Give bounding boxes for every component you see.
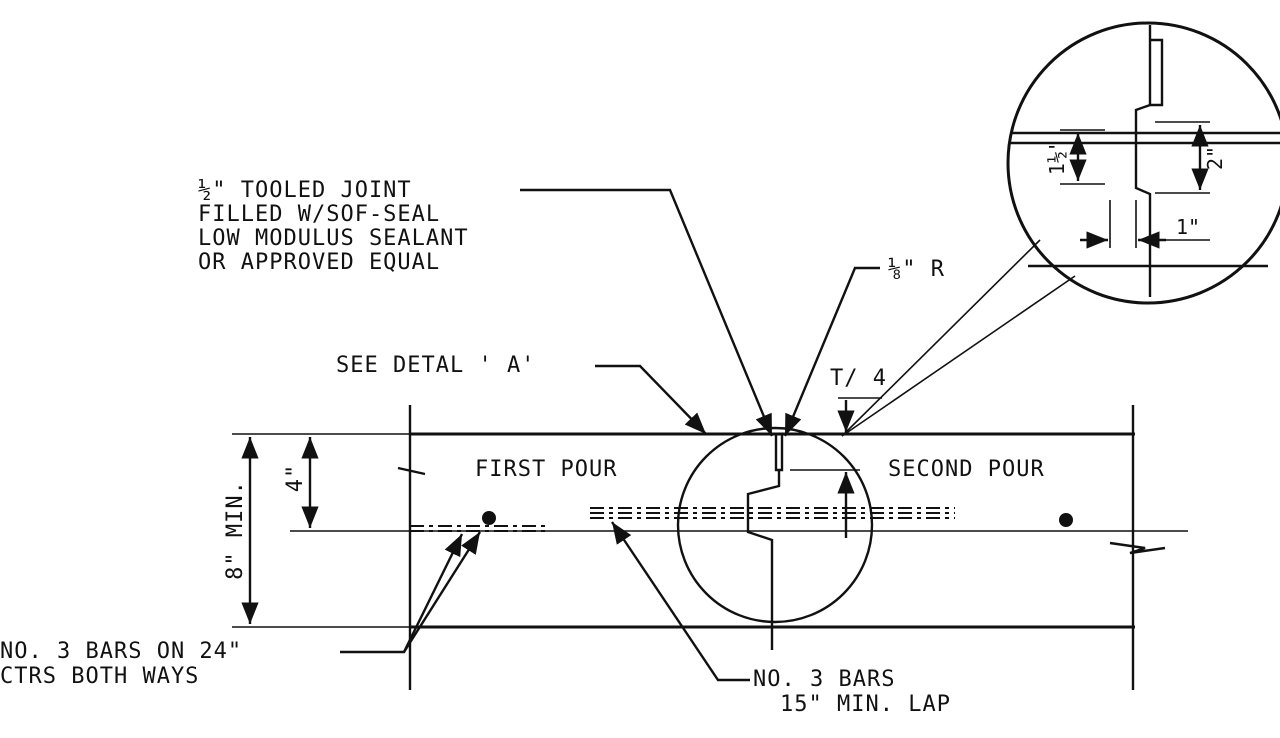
bars-24-line-1: NO. 3 BARS ON 24" (0, 639, 242, 664)
bars-24-note: NO. 3 BARS ON 24" CTRS BOTH WAYS (0, 531, 482, 689)
bars-lap-leader (611, 521, 750, 682)
tooled-joint-line-2: FILLED W/SOF-SEAL (198, 202, 440, 227)
bars-24-line-2: CTRS BOTH WAYS (0, 664, 199, 689)
bars-lap-note: NO. 3 BARS 15" MIN. LAP (611, 521, 951, 717)
break-mark-right (1109, 541, 1166, 555)
dim-4-label: 4" (283, 464, 308, 493)
bars-lap-line-2: 15" MIN. LAP (780, 692, 951, 717)
bar-dot-right (1059, 513, 1073, 527)
detail-2in-label: 2" (1203, 146, 1227, 170)
see-detail-note: SEE DETAL ' A' (336, 353, 707, 435)
bars-lap-line-1: NO. 3 BARS (753, 667, 895, 692)
key-joint-line (746, 470, 781, 627)
t4-label: T/ 4 (830, 366, 887, 391)
detail-a-circle-marker (676, 426, 874, 624)
see-detail-leader (595, 364, 707, 435)
detail-a-enlarged: 2" 1½" 1" (1006, 21, 1280, 305)
bars-24-leader-2 (402, 533, 464, 653)
see-detail-label: SEE DETAL ' A' (336, 353, 535, 378)
dim-4in: 4" (232, 433, 410, 532)
second-pour-label: SECOND POUR (888, 457, 1045, 482)
detail-circle (1006, 21, 1280, 305)
tooled-joint-line-4: OR APPROVED EQUAL (198, 250, 440, 275)
detail-groove (1150, 38, 1164, 107)
detail-1in-label: 1" (1176, 215, 1200, 239)
tooled-joint-note: ½" TOOLED JOINT FILLED W/SOF-SEAL LOW MO… (198, 178, 774, 437)
detail-leader-upper (841, 239, 1041, 437)
dim-8-label: 8" MIN. (223, 480, 248, 580)
detail-joint-profile (1134, 25, 1152, 297)
bar-dot-left (482, 511, 496, 525)
tooled-joint-line-3: LOW MODULUS SEALANT (198, 226, 469, 251)
dim-8in: 8" MIN. (223, 437, 410, 628)
detail-15in-label: 1½" (1045, 139, 1069, 175)
detail-leader-lower (841, 275, 1076, 437)
radius-leader (783, 266, 880, 437)
slab-section (397, 405, 1166, 690)
tooled-joint-line-1: ½" TOOLED JOINT (198, 178, 412, 203)
break-mark-left (397, 466, 426, 476)
tooled-joint-leader (520, 188, 774, 437)
joint-profile (746, 434, 784, 650)
first-pour-label: FIRST POUR (475, 457, 617, 482)
tooled-joint-groove (774, 434, 784, 472)
t4-dimension: T/ 4 (790, 366, 887, 538)
radius-note: ⅛" R (783, 257, 945, 437)
reinforcement (410, 507, 1188, 532)
radius-label: ⅛" R (888, 257, 945, 282)
